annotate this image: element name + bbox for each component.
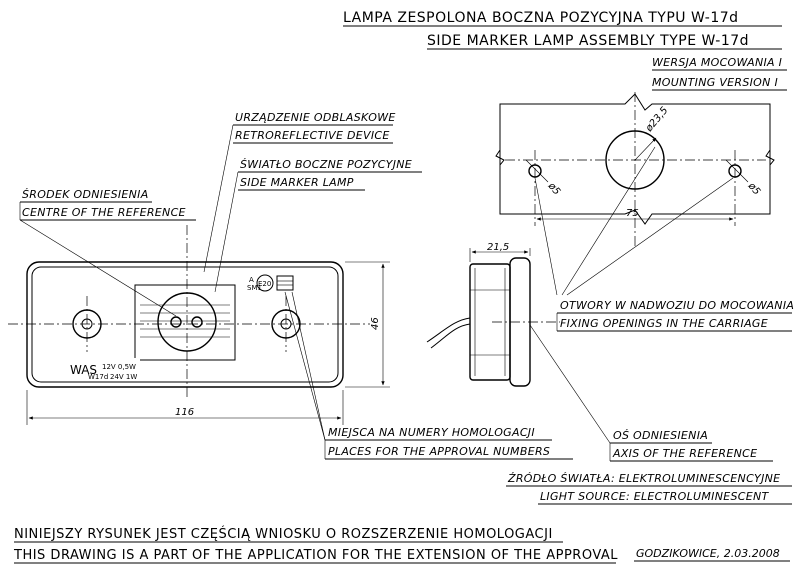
lamp-lens-prism-area [31, 266, 339, 383]
label-fixing-en: FIXING OPENINGS IN THE CARRIAGE [560, 317, 768, 330]
footer-pl: NINIEJSZY RYSUNEK JEST CZĘŚCIĄ WNIOSKU O… [14, 526, 553, 542]
lamp-housing [26, 261, 344, 388]
label-centre-pl: ŚRODEK ODNIESIENIA [22, 188, 149, 201]
label-approval-pl: MIEJSCA NA NUMERY HOMOLOGACJI [328, 426, 535, 439]
label-source-pl: ŹRÓDŁO ŚWIATŁA: ELEKTROLUMINESCENCYJNE [507, 472, 780, 485]
footer-date: GODZIKOWICE, 2.03.2008 [636, 547, 780, 560]
callout-retroreflective: URZĄDZENIE ODBLASKOWE RETROREFLECTIVE DE… [203, 111, 396, 273]
marker-lamp-window [134, 284, 236, 361]
label-source-en: LIGHT SOURCE: ELECTROLUMINESCENT [540, 490, 770, 503]
title-en: SIDE MARKER LAMP ASSEMBLY TYPE W-17d [427, 33, 749, 49]
mounting-version: WERSJA MOCOWANIA I MOUNTING VERSION I ø2… [495, 56, 787, 248]
voltage-24: 24V 1W [110, 373, 137, 381]
mounting-label-pl: WERSJA MOCOWANIA I [652, 56, 782, 69]
lamp-side-view: 21,5 [426, 242, 560, 387]
label-retro-en: RETROREFLECTIVE DEVICE [235, 129, 390, 142]
brand-label: WAS [70, 363, 97, 377]
callout-side-marker: ŚWIATŁO BOCZNE POZYCYJNE SIDE MARKER LAM… [214, 158, 422, 293]
callout-centre-reference: ŚRODEK ODNIESIENIA CENTRE OF THE REFEREN… [19, 188, 196, 317]
dim-hole-spacing: 75 [626, 208, 639, 219]
label-centre-en: CENTRE OF THE REFERENCE [22, 206, 186, 219]
label-approval-en: PLACES FOR THE APPROVAL NUMBERS [328, 445, 550, 458]
mounting-label-en: MOUNTING VERSION I [652, 76, 778, 89]
dim-lamp-height: 46 [370, 317, 381, 330]
approval-mark-e20: E20 [258, 280, 271, 288]
model-label: W17d [88, 373, 108, 381]
label-marker-en: SIDE MARKER LAMP [240, 176, 354, 189]
e-mark-circle [256, 274, 274, 292]
footer-en: THIS DRAWING IS A PART OF THE APPLICATIO… [13, 548, 618, 563]
dim-small-hole-right: ø5 [745, 180, 762, 197]
label-fixing-pl: OTWORY W NADWOZIU DO MOCOWANIA [560, 299, 794, 312]
cable [426, 317, 471, 343]
label-marker-pl: ŚWIATŁO BOCZNE POZYCYJNE [240, 158, 412, 171]
dim-small-hole-left: ø5 [545, 180, 562, 197]
label-retro-pl: URZĄDZENIE ODBLASKOWE [235, 111, 396, 124]
class-sm-label: SM1 [247, 284, 262, 292]
callout-axis-reference: OŚ ODNIESIENIA AXIS OF THE REFERENCE [529, 324, 773, 462]
dim-lamp-depth: 21,5 [487, 242, 509, 253]
footer: NINIEJSZY RYSUNEK JEST CZĘŚCIĄ WNIOSKU O… [13, 526, 790, 564]
label-axis-en: AXIS OF THE REFERENCE [612, 447, 757, 460]
dim-lamp-width: 116 [175, 407, 194, 418]
led-right [191, 316, 203, 328]
mounting-hole-large [605, 130, 665, 190]
title-pl: LAMPA ZESPOLONA BOCZNA POZYCYJNA TYPU W-… [343, 10, 739, 26]
dim-large-hole: ø23,5 [643, 105, 670, 135]
title-block: LAMPA ZESPOLONA BOCZNA POZYCYJNA TYPU W-… [343, 10, 782, 50]
approval-number-slots [276, 275, 294, 291]
callout-fixing-openings: OTWORY W NADWOZIU DO MOCOWANIA FIXING OP… [534, 146, 794, 332]
callout-approval-numbers: MIEJSCA NA NUMERY HOMOLOGACJI PLACES FOR… [284, 291, 573, 460]
voltage-12: 12V 0,5W [102, 363, 136, 371]
class-a-label: A [249, 276, 254, 284]
led-left [170, 316, 182, 328]
side-view-base [469, 263, 511, 381]
label-axis-pl: OŚ ODNIESIENIA [613, 429, 708, 442]
light-source-note: ŹRÓDŁO ŚWIATŁA: ELEKTROLUMINESCENCYJNE L… [506, 472, 792, 505]
lamp-front-view: A SM1 E20 WAS 12V 0,5W W17d 24V 1W 116 4… [8, 225, 390, 425]
